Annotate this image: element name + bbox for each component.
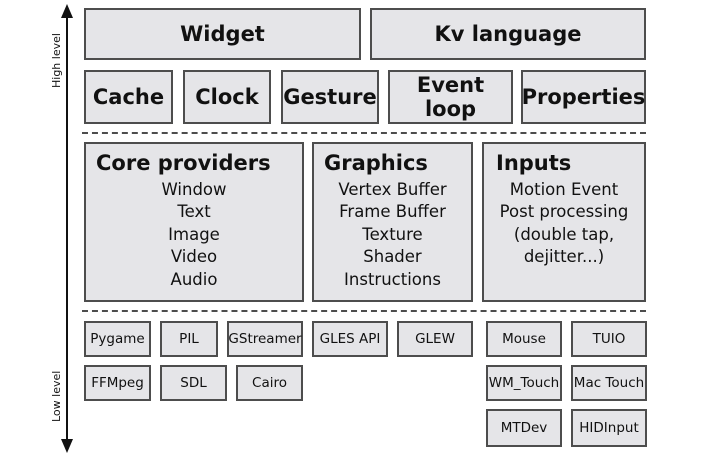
graphics-item: Shader <box>363 247 422 267</box>
mouse-label: Mouse <box>502 331 546 347</box>
mouse-box: Mouse <box>486 321 562 357</box>
ffmpeg-label: FFMpeg <box>91 375 144 391</box>
clock-box: Clock <box>183 70 271 124</box>
cache-box: Cache <box>84 70 173 124</box>
properties-label: Properties <box>521 85 646 109</box>
cache-label: Cache <box>92 85 165 109</box>
inputs-item: Motion Event <box>509 180 619 199</box>
tuio-box: TUIO <box>571 321 647 357</box>
pil-box: PIL <box>160 321 218 357</box>
inputs-item: dejitter...) <box>523 247 605 267</box>
gesture-box: Gesture <box>281 70 379 124</box>
wm-touch-label: WM_Touch <box>488 375 560 391</box>
core-providers-list: Window Text Image Video Audio <box>86 179 302 291</box>
wm-touch-box: WM_Touch <box>486 365 562 401</box>
mtdev-label: MTDev <box>500 420 548 436</box>
hidinput-box: HIDInput <box>571 409 647 447</box>
core-provider-item: Audio <box>170 269 218 289</box>
pil-label: PIL <box>179 331 199 347</box>
separator-lower <box>82 310 646 312</box>
clock-label: Clock <box>195 85 259 109</box>
sdl-label: SDL <box>180 375 207 391</box>
cairo-label: Cairo <box>252 375 287 391</box>
graphics-item: Texture <box>362 224 423 244</box>
pygame-box: Pygame <box>84 321 151 357</box>
pygame-label: Pygame <box>90 331 145 347</box>
inputs-box: Inputs Motion Event Post processing (dou… <box>482 142 646 302</box>
gles-api-box: GLES API <box>312 321 388 357</box>
inputs-item: Post processing <box>499 202 629 222</box>
glew-label: GLEW <box>415 331 455 347</box>
widget-label: Widget <box>180 22 265 46</box>
core-provider-item: Window <box>161 180 227 199</box>
glew-box: GLEW <box>397 321 473 357</box>
graphics-title: Graphics <box>324 151 428 175</box>
ffmpeg-box: FFMpeg <box>84 365 151 401</box>
mac-touch-box: Mac Touch <box>571 365 647 401</box>
level-axis <box>66 10 68 444</box>
graphics-box: Graphics Vertex Buffer Frame Buffer Text… <box>312 142 473 302</box>
core-provider-item: Video <box>170 247 218 267</box>
mtdev-box: MTDev <box>486 409 562 447</box>
tuio-label: TUIO <box>592 331 626 347</box>
low-level-label: Low level <box>50 370 63 422</box>
separator-upper <box>82 132 646 134</box>
properties-box: Properties <box>521 70 646 124</box>
core-provider-item: Text <box>177 202 211 222</box>
inputs-list: Motion Event Post processing (double tap… <box>484 179 644 269</box>
widget-box: Widget <box>84 8 361 60</box>
inputs-title: Inputs <box>496 151 572 175</box>
event-loop-label: Event loop <box>416 73 485 121</box>
gles-api-label: GLES API <box>319 331 381 347</box>
cairo-box: Cairo <box>236 365 303 401</box>
hidinput-label: HIDInput <box>579 420 639 436</box>
graphics-item: Instructions <box>344 269 441 289</box>
gstreamer-box: GStreamer <box>227 321 303 357</box>
graphics-list: Vertex Buffer Frame Buffer Texture Shade… <box>314 179 471 291</box>
core-provider-item: Image <box>168 224 220 244</box>
graphics-item: Frame Buffer <box>339 202 446 222</box>
sdl-box: SDL <box>160 365 227 401</box>
inputs-item: (double tap, <box>513 224 615 244</box>
core-providers-title: Core providers <box>96 151 271 175</box>
mac-touch-label: Mac Touch <box>573 375 645 391</box>
event-loop-box: Event loop <box>388 70 513 124</box>
high-level-label: High level <box>50 33 63 88</box>
kv-language-label: Kv language <box>434 22 582 46</box>
graphics-item: Vertex Buffer <box>338 180 447 199</box>
kv-language-box: Kv language <box>370 8 646 60</box>
axis-arrow-down-icon <box>61 439 73 453</box>
gstreamer-label: GStreamer <box>228 331 302 347</box>
gesture-label: Gesture <box>283 85 377 109</box>
core-providers-box: Core providers Window Text Image Video A… <box>84 142 304 302</box>
